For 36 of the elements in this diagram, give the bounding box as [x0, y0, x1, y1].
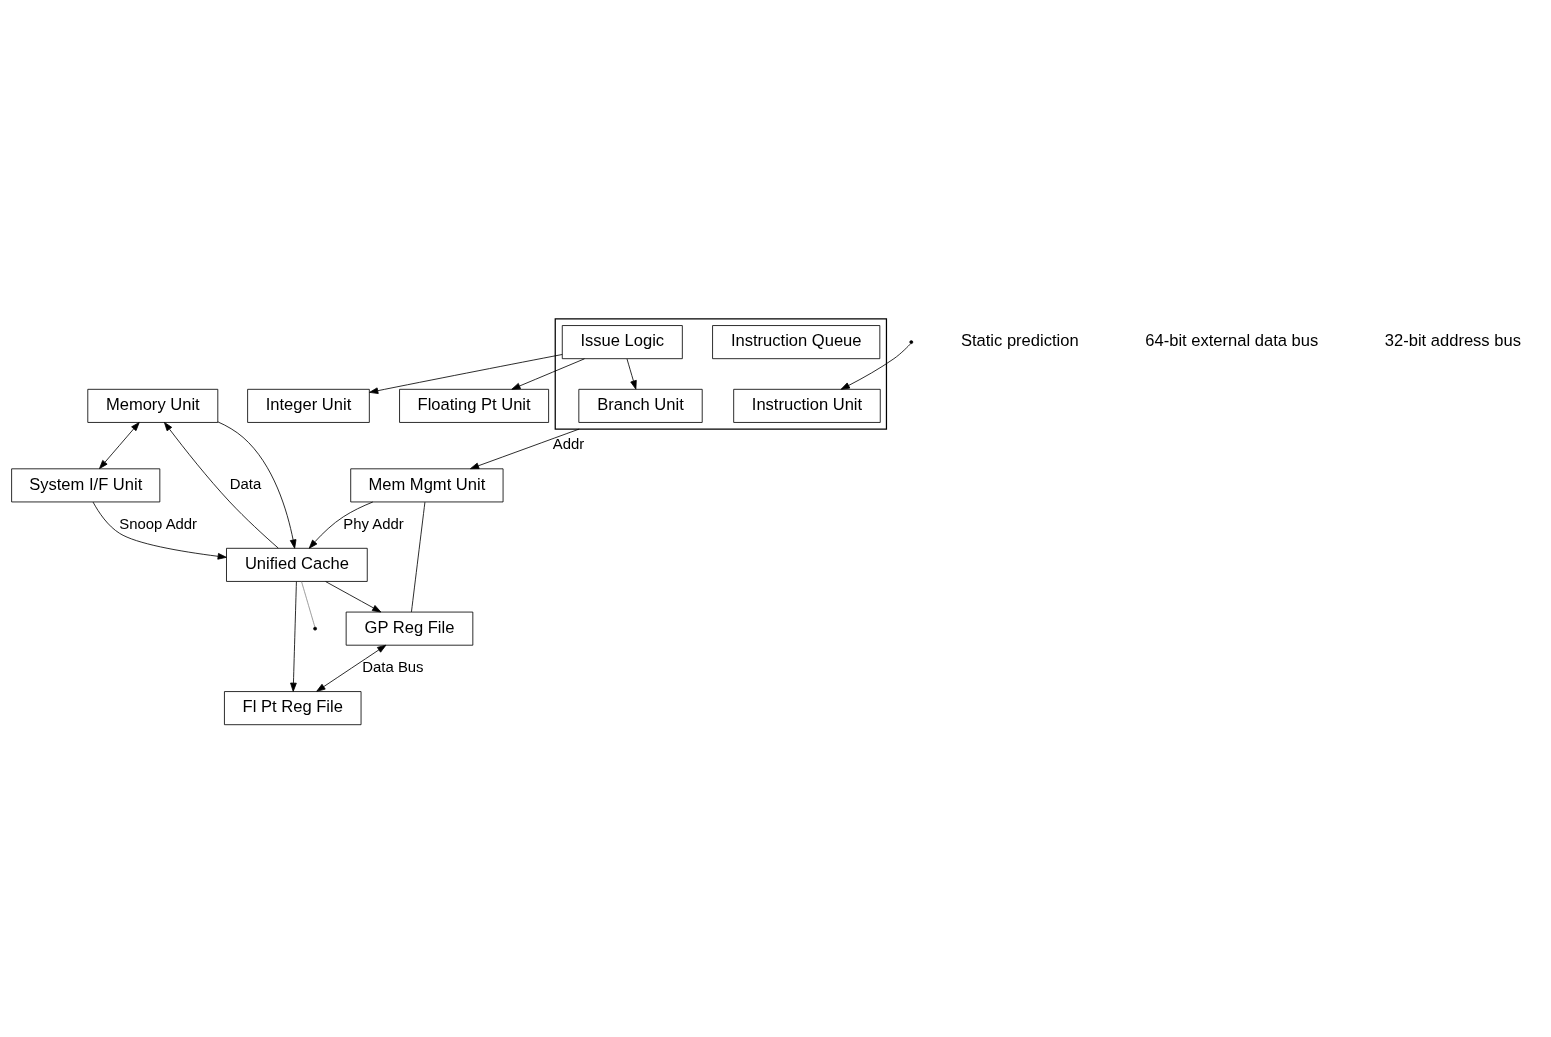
node-box: Mem Mgmt Unit — [350, 468, 504, 503]
node-box: System I/F Unit — [11, 468, 161, 503]
connector — [411, 501, 426, 613]
edge-label: Phy Addr — [343, 515, 404, 532]
arrow — [470, 428, 580, 470]
node-box: Fl Pt Reg File — [224, 691, 362, 726]
connector — [301, 581, 316, 628]
arrow — [369, 354, 563, 394]
node-box: Branch Unit — [578, 388, 703, 423]
node-box: Integer Unit — [247, 388, 370, 423]
arrow — [99, 422, 140, 469]
label: Static prediction — [960, 331, 1079, 351]
arrow — [308, 501, 374, 549]
node-box: Instruction Unit — [733, 388, 881, 423]
arrow — [316, 644, 387, 692]
node-box: Unified Cache — [226, 547, 368, 582]
arrow — [626, 358, 637, 390]
edge-label: Addr — [552, 436, 585, 453]
edge-label: Data Bus — [362, 659, 424, 676]
arrow — [290, 581, 297, 692]
arrow — [92, 501, 227, 560]
arrow — [325, 581, 382, 613]
node-box: Floating Pt Unit — [399, 388, 550, 423]
cluster — [554, 318, 888, 430]
arrow — [217, 421, 297, 549]
arrow — [164, 422, 279, 549]
node-box: GP Reg File — [345, 611, 474, 646]
arrow — [840, 343, 912, 390]
edge-label: Snoop Addr — [119, 515, 198, 532]
label: 64-bit external data bus — [1145, 331, 1319, 351]
arrow — [511, 358, 585, 390]
edge-label: Data — [229, 476, 262, 493]
node-box: Instruction Queue — [712, 325, 881, 360]
node-box: Issue Logic — [561, 325, 683, 360]
label: 32-bit address bus — [1384, 331, 1521, 351]
node-box: Memory Unit — [87, 388, 219, 423]
